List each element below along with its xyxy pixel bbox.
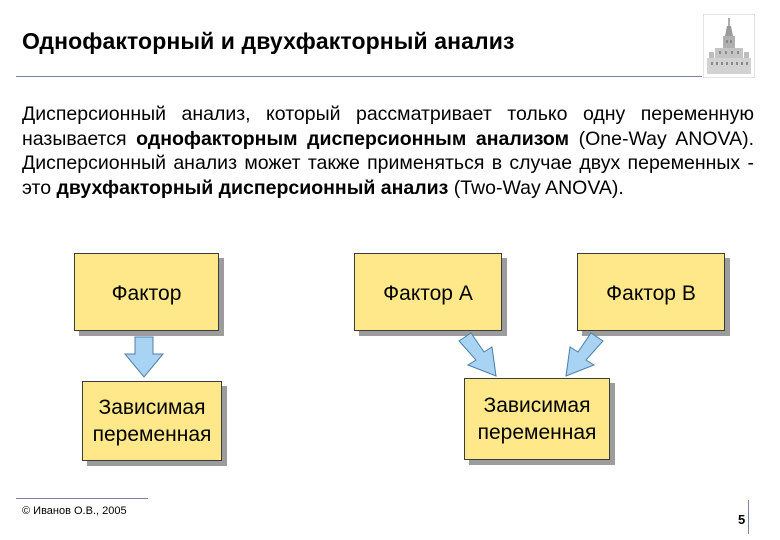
page-number: 5 xyxy=(738,512,746,527)
factor-b-label: Фактор В xyxy=(606,282,696,305)
university-building-icon xyxy=(703,14,755,78)
intro-bold-one-way: однофакторным дисперсионным анализом xyxy=(136,127,569,150)
diagonal-arrow-right-icon xyxy=(458,332,497,377)
down-arrow-icon xyxy=(124,336,164,378)
intro-text-1: Дисперсионный анализ, который рассматрив… xyxy=(22,103,754,150)
factor-label: Фактор xyxy=(111,282,182,305)
intro-text-3: (Two-Way ANOVA). xyxy=(448,176,624,199)
factor-a-label: Фактор А xyxy=(383,282,473,305)
factor-a-box: Фактор А xyxy=(354,253,502,331)
intro-paragraph: Дисперсионный анализ, который рассматрив… xyxy=(22,102,754,200)
dependent-label-line2: переменная xyxy=(92,423,212,446)
footer-divider xyxy=(16,498,148,499)
dependent-variable-box: Зависимая переменная xyxy=(82,381,222,461)
two-way-dependent-label-line1: Зависимая xyxy=(483,394,591,417)
diagonal-arrow-left-icon xyxy=(565,332,604,377)
dependent-label-line1: Зависимая xyxy=(98,396,206,419)
slide-title: Однофакторный и двухфакторный анализ xyxy=(22,28,515,54)
factor-box: Фактор xyxy=(74,253,219,331)
two-way-dependent-variable-box: Зависимая переменная xyxy=(464,378,610,460)
page-number-divider xyxy=(748,500,749,534)
intro-text-2: (One-Way ANOVA). Дисперсионный анализ мо… xyxy=(22,127,754,199)
two-way-dependent-label-line2: переменная xyxy=(477,421,597,444)
title-divider xyxy=(16,76,702,77)
copyright-text: © Иванов О.В., 2005 xyxy=(22,505,127,517)
intro-bold-two-way: двухфакторный дисперсионный анализ xyxy=(56,176,449,199)
factor-b-box: Фактор В xyxy=(577,253,725,331)
